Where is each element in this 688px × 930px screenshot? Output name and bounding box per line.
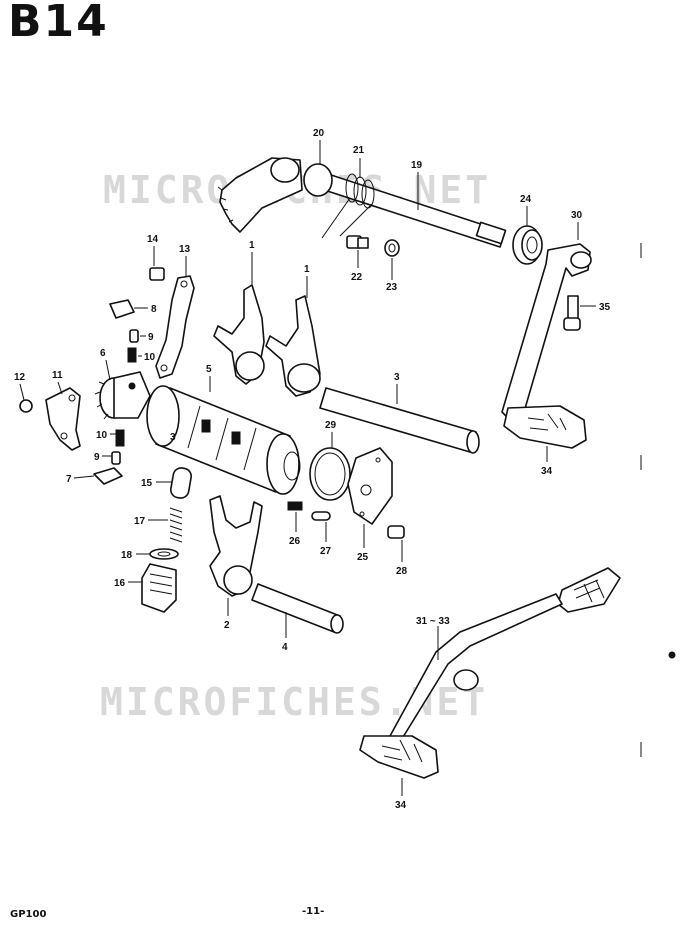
- callout-26: 26: [289, 536, 301, 547]
- callout-20: 20: [313, 128, 325, 139]
- bolt-and-washer: [346, 235, 400, 257]
- callout-1-right: 1: [304, 264, 310, 275]
- o-ring: [309, 447, 351, 501]
- callout-17: 17: [134, 516, 146, 527]
- callout-12: 12: [14, 372, 26, 383]
- callout-22: 22: [351, 272, 363, 283]
- callout-10-lower: 10: [96, 430, 108, 441]
- rear-brake-pedal: [359, 567, 621, 779]
- callout-34-lower: 34: [395, 800, 407, 811]
- callout-30: 30: [571, 210, 583, 221]
- diagram-code: B14: [8, 0, 109, 47]
- callout-14: 14: [147, 234, 159, 245]
- callout-2: 2: [224, 620, 230, 631]
- footer-page-number: -11-: [302, 906, 325, 917]
- callout-4: 4: [282, 642, 288, 653]
- callout-1-left: 1: [249, 240, 255, 251]
- gearshift-lever: [501, 243, 592, 449]
- callout-21: 21: [353, 145, 365, 156]
- callout-9-upper: 9: [148, 332, 154, 343]
- cam-stopper-plate: [149, 267, 195, 379]
- callout-3: 3: [394, 372, 400, 383]
- callout-leaders: [19, 140, 596, 796]
- shift-fork-lower: [209, 495, 263, 597]
- callout-28: 28: [396, 566, 408, 577]
- neutral-switch-parts: [141, 467, 193, 613]
- gearshift-cam-drum: 3: [146, 385, 301, 495]
- small-pins-springs-lower: [93, 429, 125, 485]
- callout-24: 24: [520, 194, 532, 205]
- small-pins-springs-upper: [109, 299, 139, 363]
- callout-34-upper: 34: [541, 466, 553, 477]
- callout-8: 8: [151, 304, 157, 315]
- callout-9-lower: 9: [94, 452, 100, 463]
- callout-29: 29: [325, 420, 337, 431]
- footer-model: GP100: [10, 909, 47, 920]
- callout-31-33: 31 ~ 33: [416, 616, 450, 627]
- callout-7: 7: [66, 474, 72, 485]
- fork-shaft-lower: [251, 583, 344, 634]
- svg-text:3: 3: [170, 432, 176, 443]
- callout-5: 5: [206, 364, 212, 375]
- callout-labels: 20 21 19 24 30 22 23 35 14 13 1 1 8 9 10…: [14, 128, 611, 811]
- callout-23: 23: [386, 282, 398, 293]
- shift-forks: [213, 284, 321, 397]
- small-pins-cover: [287, 501, 331, 521]
- callout-35: 35: [599, 302, 611, 313]
- gearshift-shaft-assembly: [217, 157, 507, 248]
- cover-plate: [347, 447, 405, 539]
- margin-ticks: [640, 243, 676, 757]
- callout-6: 6: [100, 348, 106, 359]
- callout-25: 25: [357, 552, 369, 563]
- callout-16: 16: [114, 578, 126, 589]
- callout-27: 27: [320, 546, 332, 557]
- cam-driven-gear: [94, 371, 151, 420]
- gearshift-cam-plate: [19, 387, 81, 451]
- callout-19: 19: [411, 160, 423, 171]
- callout-13: 13: [179, 244, 191, 255]
- callout-11: 11: [52, 370, 63, 381]
- callout-10-upper: 10: [144, 352, 156, 363]
- fork-shaft-upper: [319, 387, 480, 454]
- callout-18: 18: [121, 550, 133, 561]
- oil-seal: [512, 225, 543, 265]
- callout-15: 15: [141, 478, 153, 489]
